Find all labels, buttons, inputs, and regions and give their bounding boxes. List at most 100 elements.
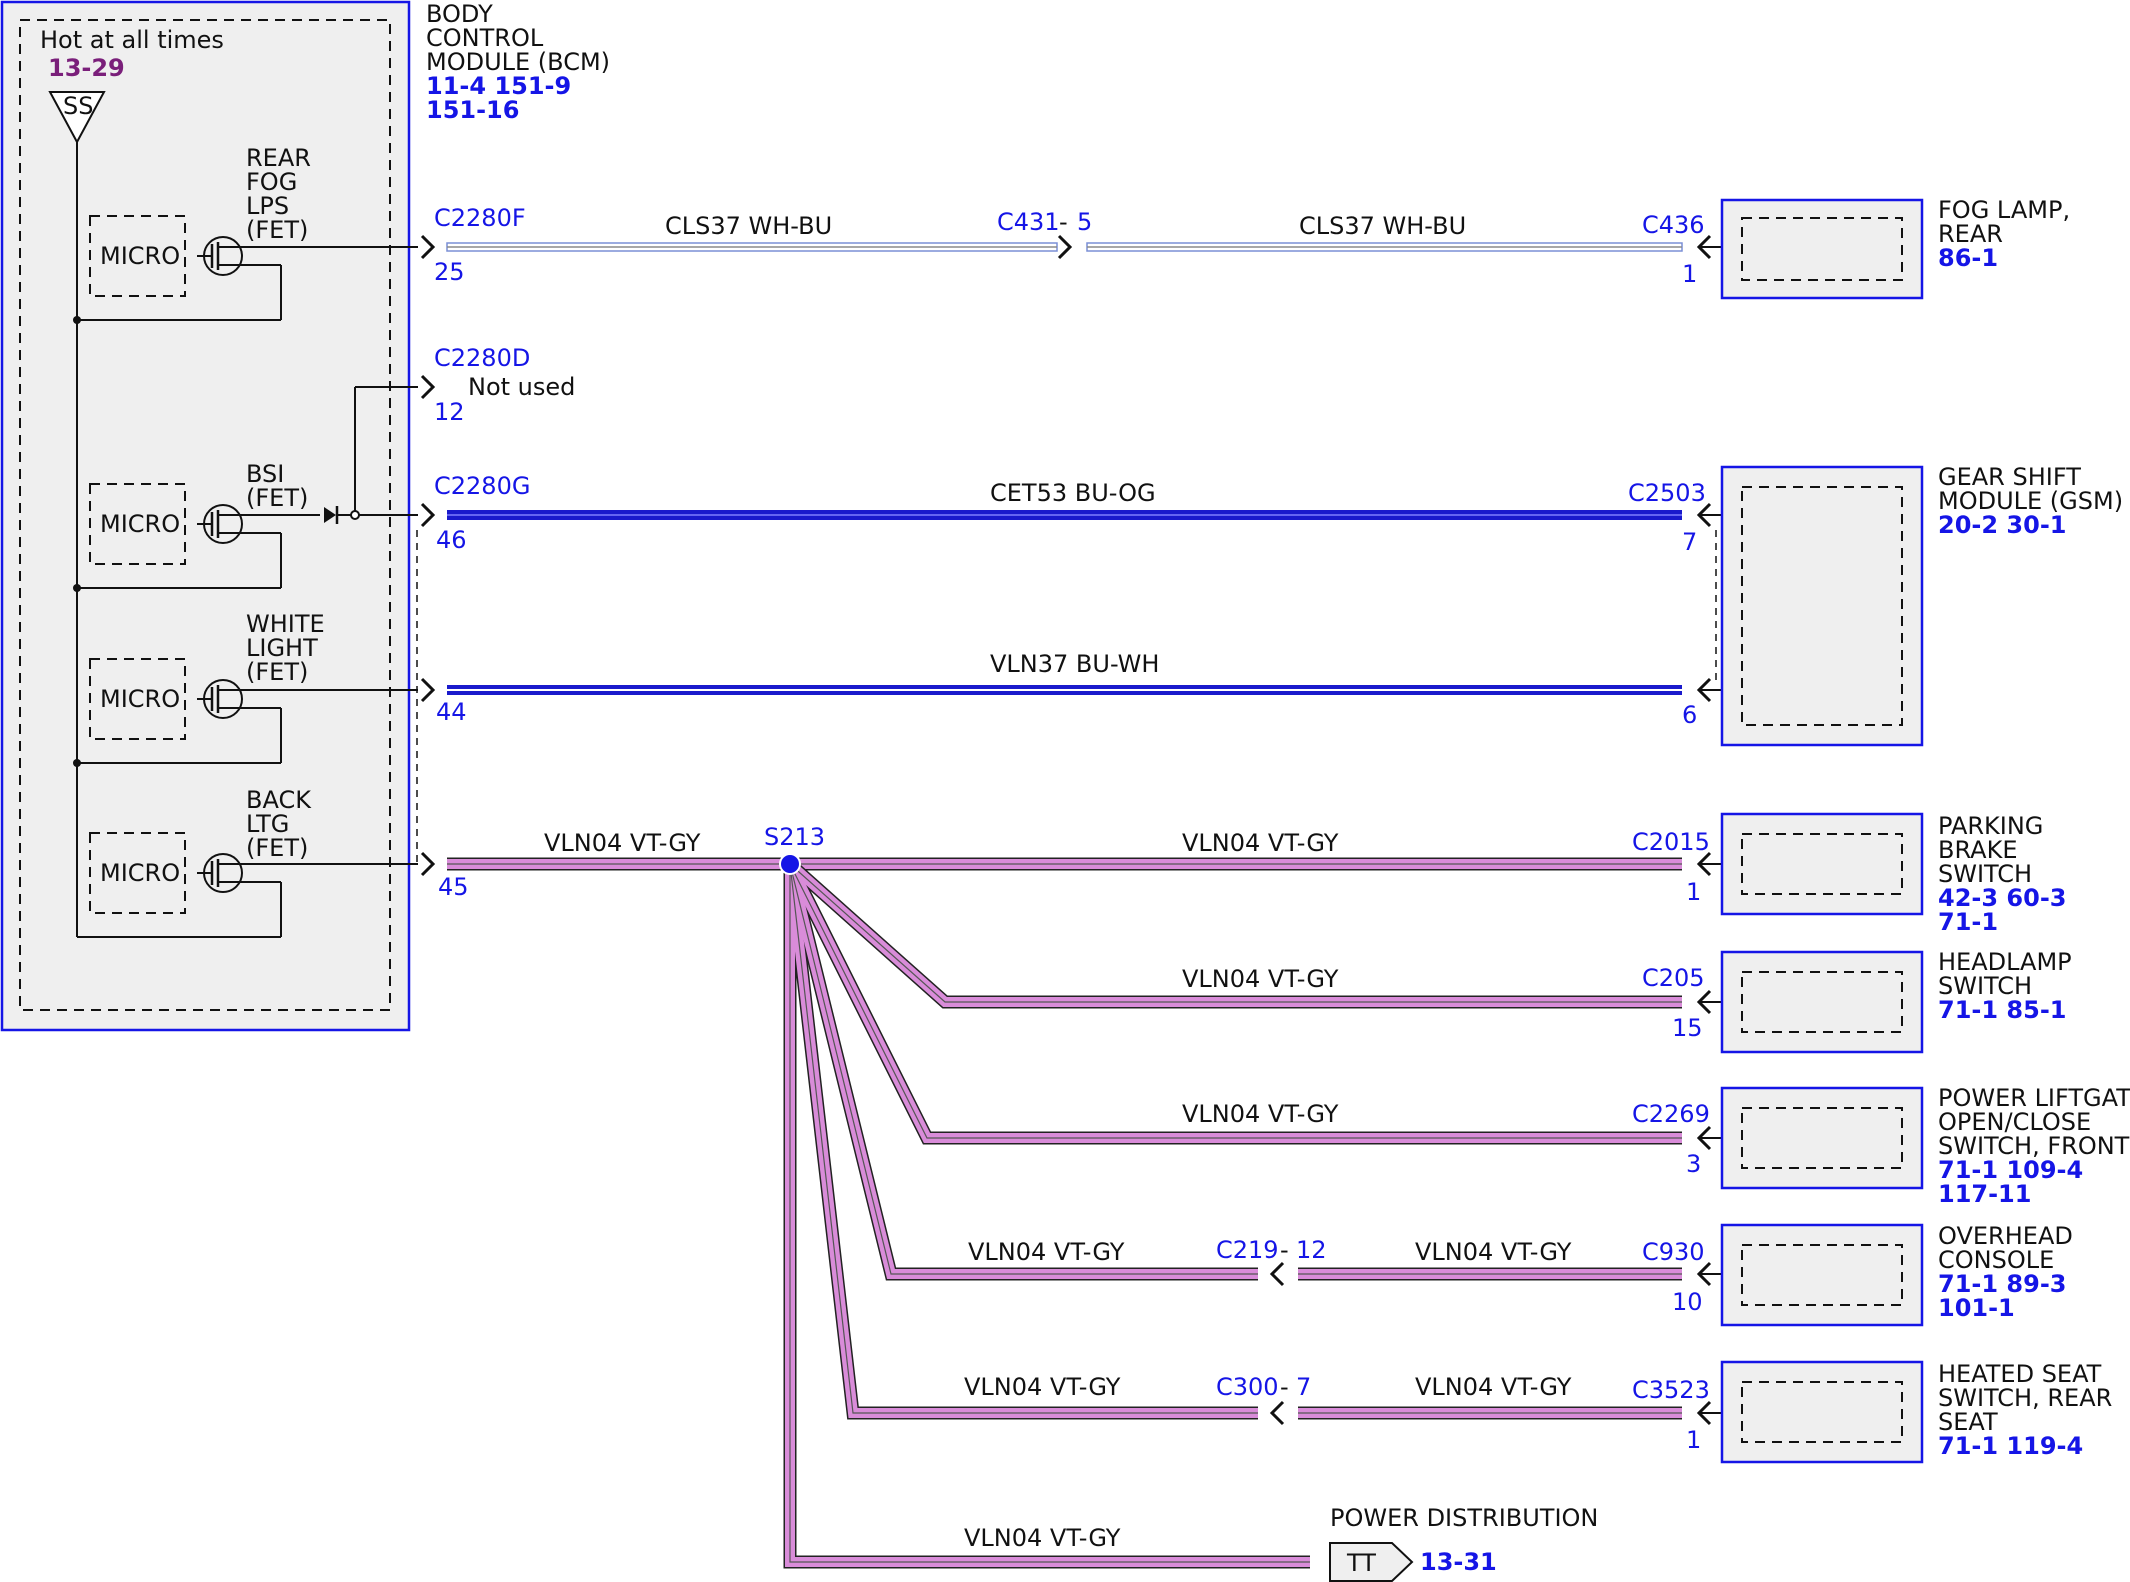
svg-text:OVERHEAD: OVERHEAD xyxy=(1938,1222,2073,1250)
svg-text:151-16: 151-16 xyxy=(426,96,519,124)
svg-text:REAR: REAR xyxy=(1938,220,2003,248)
pin-10: 10 xyxy=(1672,1288,1703,1316)
power-liftgate-label: POWER LIFTGATE OPEN/CLOSE SWITCH, FRONT … xyxy=(1938,1084,2130,1208)
wire-label-vln04: VLN04 VT-GY xyxy=(968,1238,1125,1266)
component-gear-shift-module[interactable] xyxy=(1720,465,1924,747)
svg-text:FOG LAMP,: FOG LAMP, xyxy=(1938,196,2070,224)
wire-label-vln04: VLN04 VT-GY xyxy=(1182,1100,1339,1128)
hot-at-all-times-label: Hot at all times xyxy=(40,26,224,54)
svg-text:CONSOLE: CONSOLE xyxy=(1938,1246,2054,1274)
svg-text:C219: C219 xyxy=(1216,1236,1279,1264)
micro-box-3: MICRO xyxy=(89,658,186,740)
svg-text:MICRO: MICRO xyxy=(100,510,180,538)
svg-text:S213: S213 xyxy=(764,823,825,851)
svg-text:12: 12 xyxy=(1296,1236,1327,1264)
hot-ref-link[interactable]: 13-29 xyxy=(48,54,125,82)
wire-label-vln04: VLN04 VT-GY xyxy=(1415,1238,1572,1266)
svg-text:LTG: LTG xyxy=(246,810,289,838)
fog-lamp-label: FOG LAMP, REAR 86-1 xyxy=(1938,196,2070,272)
pin-1: 1 xyxy=(1686,1426,1701,1454)
component-heated-seat-switch[interactable] xyxy=(1720,1360,1924,1464)
svg-text:71-1 119-4: 71-1 119-4 xyxy=(1938,1432,2083,1460)
splice-s213[interactable]: S213 xyxy=(764,823,825,875)
svg-text:7: 7 xyxy=(1296,1373,1311,1401)
svg-text:MICRO: MICRO xyxy=(100,242,180,270)
pin-3: 3 xyxy=(1686,1150,1701,1178)
fet-label-white-light: WHITE LIGHT (FET) xyxy=(246,610,325,686)
connector-c431[interactable]: C431 - 5 xyxy=(997,208,1092,236)
svg-text:SS: SS xyxy=(63,92,93,120)
svg-text:86-1: 86-1 xyxy=(1938,244,1998,272)
connector-c219[interactable]: C219 - 12 xyxy=(1216,1236,1327,1264)
svg-text:MICRO: MICRO xyxy=(100,859,180,887)
wire-label-vln37: VLN37 BU-WH xyxy=(990,650,1159,678)
svg-text:11-4 151-9: 11-4 151-9 xyxy=(426,72,571,100)
connector-c2280g[interactable]: C2280G xyxy=(434,472,530,500)
connector-c2280d[interactable]: C2280D xyxy=(434,344,530,372)
connector-c3523[interactable]: C3523 xyxy=(1632,1376,1710,1404)
component-headlamp-switch[interactable] xyxy=(1720,950,1924,1054)
connector-c2015[interactable]: C2015 xyxy=(1632,828,1710,856)
svg-text:MODULE (BCM): MODULE (BCM) xyxy=(426,48,610,76)
component-overhead-console[interactable] xyxy=(1720,1223,1924,1327)
svg-text:(FET): (FET) xyxy=(246,216,308,244)
svg-text:5: 5 xyxy=(1077,208,1092,236)
svg-text:SWITCH, FRONT: SWITCH, FRONT xyxy=(1938,1132,2130,1160)
pin-1: 1 xyxy=(1686,878,1701,906)
svg-text:MODULE (GSM): MODULE (GSM) xyxy=(1938,487,2123,515)
component-arrow-icon xyxy=(1696,234,1722,1426)
svg-text:20-2 30-1: 20-2 30-1 xyxy=(1938,511,2066,539)
svg-text:MICRO: MICRO xyxy=(100,685,180,713)
svg-text:117-11: 117-11 xyxy=(1938,1180,2031,1208)
bcm-title: BODY CONTROL MODULE (BCM) 11-4 151-9 151… xyxy=(426,0,610,124)
fet-label-rear-fog: REAR FOG LPS (FET) xyxy=(246,144,311,244)
connector-c2280f[interactable]: C2280F xyxy=(434,204,526,232)
pin-44: 44 xyxy=(436,698,467,726)
svg-text:-: - xyxy=(1059,208,1068,236)
svg-text:BRAKE: BRAKE xyxy=(1938,836,2018,864)
svg-text:SWITCH: SWITCH xyxy=(1938,972,2032,1000)
svg-text:(FET): (FET) xyxy=(246,658,308,686)
pin-1: 1 xyxy=(1682,260,1697,288)
svg-text:BSI: BSI xyxy=(246,460,284,488)
wire-label-cls37: CLS37 WH-BU xyxy=(665,212,832,240)
wire-cls37 xyxy=(446,234,1683,260)
connector-c300[interactable]: C300 - 7 xyxy=(1216,1373,1311,1401)
headlamp-switch-label: HEADLAMP SWITCH 71-1 85-1 xyxy=(1938,948,2072,1024)
svg-text:(FET): (FET) xyxy=(246,484,308,512)
connector-c930[interactable]: C930 xyxy=(1642,1238,1705,1266)
svg-text:-: - xyxy=(1280,1373,1289,1401)
svg-text:LPS: LPS xyxy=(246,192,289,220)
overhead-console-label: OVERHEAD CONSOLE 71-1 89-3 101-1 xyxy=(1938,1222,2073,1322)
svg-text:71-1 109-4: 71-1 109-4 xyxy=(1938,1156,2083,1184)
svg-text:71-1: 71-1 xyxy=(1938,908,1998,936)
wire-label-vln04: VLN04 VT-GY xyxy=(1182,829,1339,857)
svg-text:LIGHT: LIGHT xyxy=(246,634,318,662)
connector-c205[interactable]: C205 xyxy=(1642,964,1705,992)
parking-brake-label: PARKING BRAKE SWITCH 42-3 60-3 71-1 xyxy=(1938,812,2066,936)
svg-text:GEAR SHIFT: GEAR SHIFT xyxy=(1938,463,2081,491)
power-distribution-tag[interactable]: TT xyxy=(1329,1542,1414,1582)
svg-text:REAR: REAR xyxy=(246,144,311,172)
connector-c436[interactable]: C436 xyxy=(1642,211,1705,239)
svg-text:OPEN/CLOSE: OPEN/CLOSE xyxy=(1938,1108,2091,1136)
connector-c2269[interactable]: C2269 xyxy=(1632,1100,1710,1128)
svg-text:CONTROL: CONTROL xyxy=(426,24,544,52)
svg-text:101-1: 101-1 xyxy=(1938,1294,2015,1322)
micro-box-4: MICRO xyxy=(89,832,186,914)
component-power-liftgate-switch[interactable] xyxy=(1720,1086,1924,1190)
svg-text:-: - xyxy=(1280,1236,1289,1264)
component-parking-brake-switch[interactable] xyxy=(1720,812,1924,916)
wire-vln04-branches xyxy=(783,859,1682,1569)
pin-6: 6 xyxy=(1682,701,1697,729)
svg-text:PARKING: PARKING xyxy=(1938,812,2043,840)
wire-label-vln04: VLN04 VT-GY xyxy=(964,1373,1121,1401)
svg-text:71-1 85-1: 71-1 85-1 xyxy=(1938,996,2066,1024)
connector-c2503[interactable]: C2503 xyxy=(1628,479,1706,507)
wire-label-cet53: CET53 BU-OG xyxy=(990,479,1156,507)
component-fog-lamp[interactable] xyxy=(1720,198,1924,300)
power-distribution-ref[interactable]: 13-31 xyxy=(1420,1548,1497,1576)
svg-text:SWITCH, REAR: SWITCH, REAR xyxy=(1938,1384,2112,1412)
pin-46: 46 xyxy=(436,526,467,554)
